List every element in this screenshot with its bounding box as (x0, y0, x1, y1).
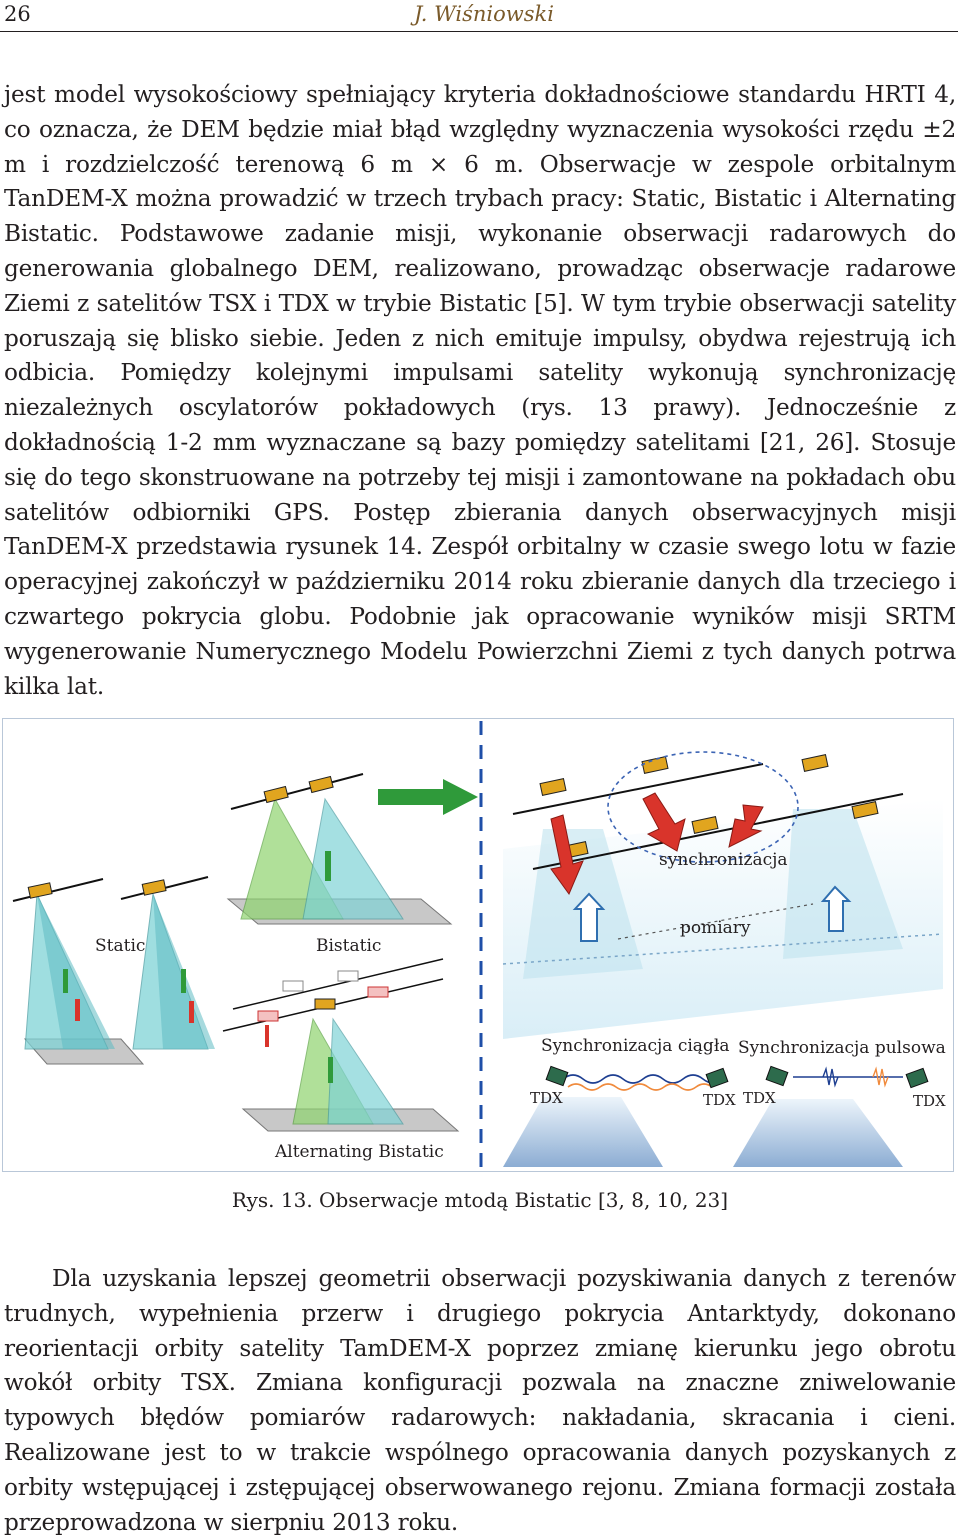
label-synchronizacja-pulsowa: Synchronizacja pulsowa (738, 1038, 946, 1058)
page-header: 26 J. Wiśniowski (0, 0, 960, 34)
label-static: Static (95, 936, 145, 956)
label-synchronizacja-ciagla: Synchronizacja ciągła (541, 1036, 729, 1056)
figure-caption: Rys. 13. Obserwacje mtodą Bistatic [3, 8… (231, 1188, 729, 1212)
label-tdx-2: TDX (703, 1091, 736, 1109)
figure-13: Static Bistatic Alternating Bi (2, 718, 954, 1172)
static-panel (12, 876, 215, 1065)
bistatic-panel (226, 773, 478, 925)
label-alternating-bistatic: Alternating Bistatic (274, 1142, 444, 1162)
synchronization-panel (502, 751, 944, 1039)
page-number: 26 (4, 2, 31, 26)
label-pomiary: pomiary (680, 918, 751, 938)
header-rule (0, 31, 958, 32)
label-bistatic: Bistatic (316, 936, 381, 956)
label-tdx-1: TDX (530, 1089, 563, 1107)
body-paragraph-1: jest model wysokościowy spełniający kryt… (4, 81, 956, 700)
label-tdx-3: TDX (743, 1089, 776, 1107)
body-paragraph-2: Dla uzyskania lepszej geometrii obserwac… (4, 1265, 956, 1536)
alternating-panel (222, 958, 460, 1132)
running-head-author: J. Wiśniowski (414, 2, 554, 26)
figure-13-illustration: Static Bistatic Alternating Bi (12, 721, 946, 1169)
label-tdx-4: TDX (913, 1092, 946, 1110)
sync-modes-panel (503, 1065, 929, 1167)
label-synchronizacja: synchronizacja (659, 850, 788, 870)
